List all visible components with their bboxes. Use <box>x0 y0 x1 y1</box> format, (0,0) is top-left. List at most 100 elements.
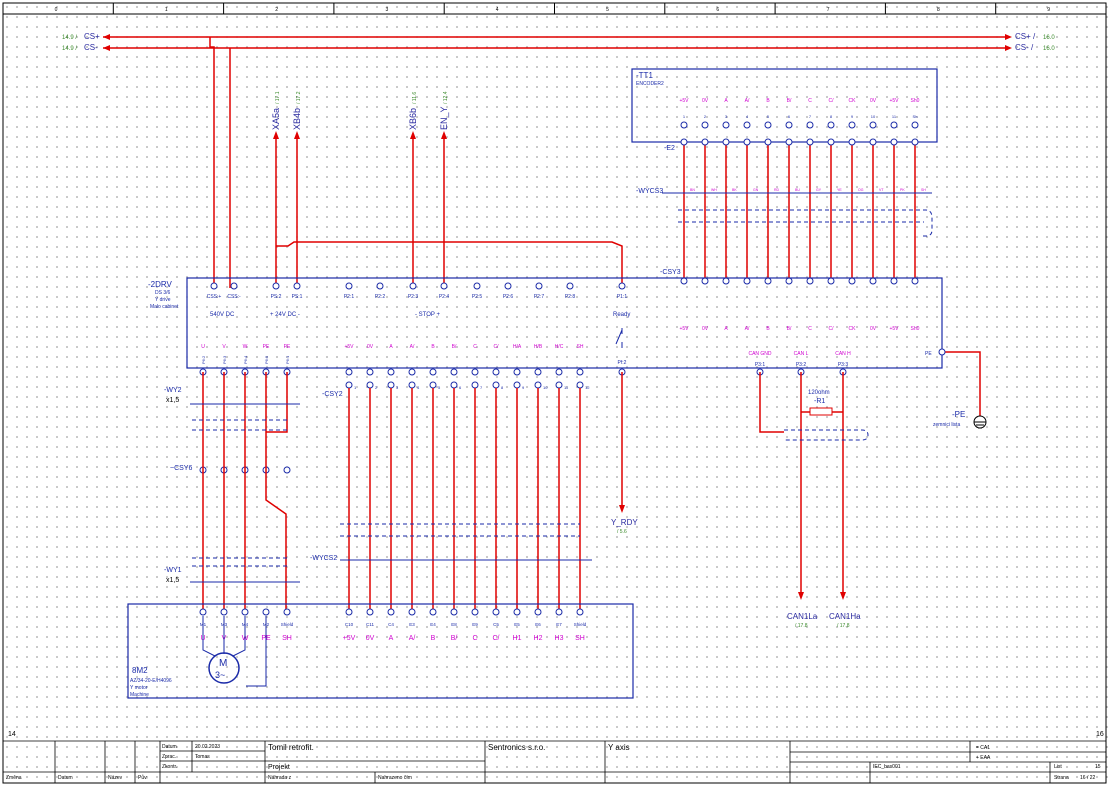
csy2-terminal <box>366 381 374 389</box>
resolver-terminal <box>492 368 500 376</box>
encoder-side-terminal <box>701 138 709 146</box>
wy1-tag: -WY1 <box>164 567 182 574</box>
ground-icon-lines <box>974 421 986 429</box>
drive-tag: -2DRV <box>148 280 173 289</box>
wycs3-wire-color: RD <box>774 188 780 192</box>
motor-power-terminal-label: P6:2 <box>201 355 206 364</box>
motor-power-terminal-label: P6:4 <box>243 355 248 364</box>
csy3-pin-label: B <box>766 326 770 332</box>
encoder-pin-label: B <box>766 98 770 104</box>
csy2-terminal <box>576 381 584 389</box>
encoder-pin-number: 6 <box>788 114 791 119</box>
ruler-column-label: 7 <box>827 7 830 13</box>
motor-terminal <box>345 608 353 616</box>
resolver-terminal <box>471 368 479 376</box>
wy1-size: x1,5 <box>166 577 179 584</box>
drive-desc-1: DS 3/6 <box>155 290 171 296</box>
encoder-pin-label: B/ <box>787 98 792 104</box>
encoder-pin-terminal <box>827 121 835 129</box>
motor-power-label: V <box>222 344 226 350</box>
encoder-connector-tag: -E2 <box>664 145 675 152</box>
ruler-column-label: 8 <box>937 7 940 13</box>
drive-top-terminal <box>210 282 218 290</box>
can-wires <box>759 372 844 592</box>
encoder-side-terminal <box>869 138 877 146</box>
drive-top-terminal-label: P2:3 <box>408 294 419 300</box>
csy3-pin-label: C <box>808 326 812 332</box>
y-rdy-arrow <box>619 505 625 513</box>
motor-internal-wires <box>202 616 267 687</box>
pe-desc: zemnici lista <box>933 422 960 428</box>
wycs2-shield <box>340 523 580 537</box>
tb-zprac-label: Zprac. <box>162 754 176 760</box>
encoder-pins: +5V1+5V0V20VA3AA/4A/B5BB/6B/C7CC/8C/CK9C… <box>679 98 919 332</box>
motor-power-label: W <box>243 344 248 350</box>
drive-top-terminal <box>473 282 481 290</box>
encoder-side-terminal <box>680 138 688 146</box>
encoder-box <box>631 68 938 143</box>
csy2-terminal-number: 10 <box>543 385 548 390</box>
encoder-type: ENCODER2 <box>636 81 664 87</box>
resolver-signal-label: C/ <box>494 344 500 350</box>
encoder-pin-terminal <box>911 121 919 129</box>
cs-minus-out-label: CS- / <box>1015 43 1034 52</box>
motor-desc-2: Y motor <box>130 685 148 691</box>
ready-switch <box>615 329 623 345</box>
encoder-pin-label: A/ <box>745 98 750 104</box>
motor-terminal <box>199 608 207 616</box>
motor-desc-3: Machine <box>130 692 149 698</box>
drive-top-terminal-label: CSS:+ <box>207 294 222 300</box>
encoder-side-terminal <box>722 138 730 146</box>
motor-terminal <box>513 608 521 616</box>
csy2-terminal <box>492 381 500 389</box>
wycs3-wire-color: OG <box>858 188 864 192</box>
encoder-pin-label: C <box>808 98 812 104</box>
drive-top-terminal-label: P2:5 <box>472 294 483 300</box>
cs-rail-arrows <box>103 34 1012 51</box>
resolver-signal-label: H/A <box>513 344 522 350</box>
motor-power-label: U <box>201 344 205 350</box>
xa5a-ref: / 17.1 <box>275 91 281 104</box>
motor-terminal <box>450 608 458 616</box>
csy3-terminal <box>680 277 688 285</box>
encoder-pin-terminal <box>743 121 751 129</box>
drive-top-terminal-label: P2:6 <box>503 294 514 300</box>
can-signal-label: CAN GND <box>748 351 771 357</box>
motor-signal-label: H1 <box>513 635 522 642</box>
ruler-column-label: 3 <box>386 7 389 13</box>
motor-terminal-label: C4 <box>388 622 394 627</box>
resolver-terminal <box>555 368 563 376</box>
encoder-pin-terminal <box>848 121 856 129</box>
ruler-column-label: 5 <box>606 7 609 13</box>
encoder-pin-label: 0V <box>702 98 709 104</box>
wycs3-wire-color: GY <box>816 188 822 192</box>
motor-terminal <box>471 608 479 616</box>
wy2-tag: -WY2 <box>164 387 182 394</box>
drive-top-terminal-label: P2:4 <box>439 294 450 300</box>
csy2-terminal-number: 11 <box>564 385 569 390</box>
resolver-terminal <box>534 368 542 376</box>
drive-top-terminal-label: P2:7 <box>534 294 545 300</box>
wycs2-tag: -WYCS2 <box>310 555 337 562</box>
motor-terminal-label: E5 <box>514 622 520 627</box>
motor-terminal <box>241 608 249 616</box>
csy2-terminal-number: 12 <box>585 385 590 390</box>
tb-projekt: Projekt <box>268 764 290 771</box>
csy2-terminal-number: 4 <box>417 385 420 390</box>
drive-top-terminal <box>272 282 280 290</box>
csy3-pin-label: 0V <box>870 326 877 332</box>
motor-power-terminal-label: P6:5 <box>264 355 269 364</box>
csy3-terminal <box>827 277 835 285</box>
xa5a-label: XA5a <box>271 108 281 130</box>
motor-terminal <box>262 608 270 616</box>
tb-datum: 20.02.2023 <box>195 744 220 750</box>
pe-wire <box>942 351 981 416</box>
can-signal-label: CAN H <box>835 351 851 357</box>
can-terminal-label: P3:2 <box>796 362 807 368</box>
csy2-terminal <box>471 381 479 389</box>
encoder-pin-terminal <box>890 121 898 129</box>
drive-top-terminal <box>440 282 448 290</box>
